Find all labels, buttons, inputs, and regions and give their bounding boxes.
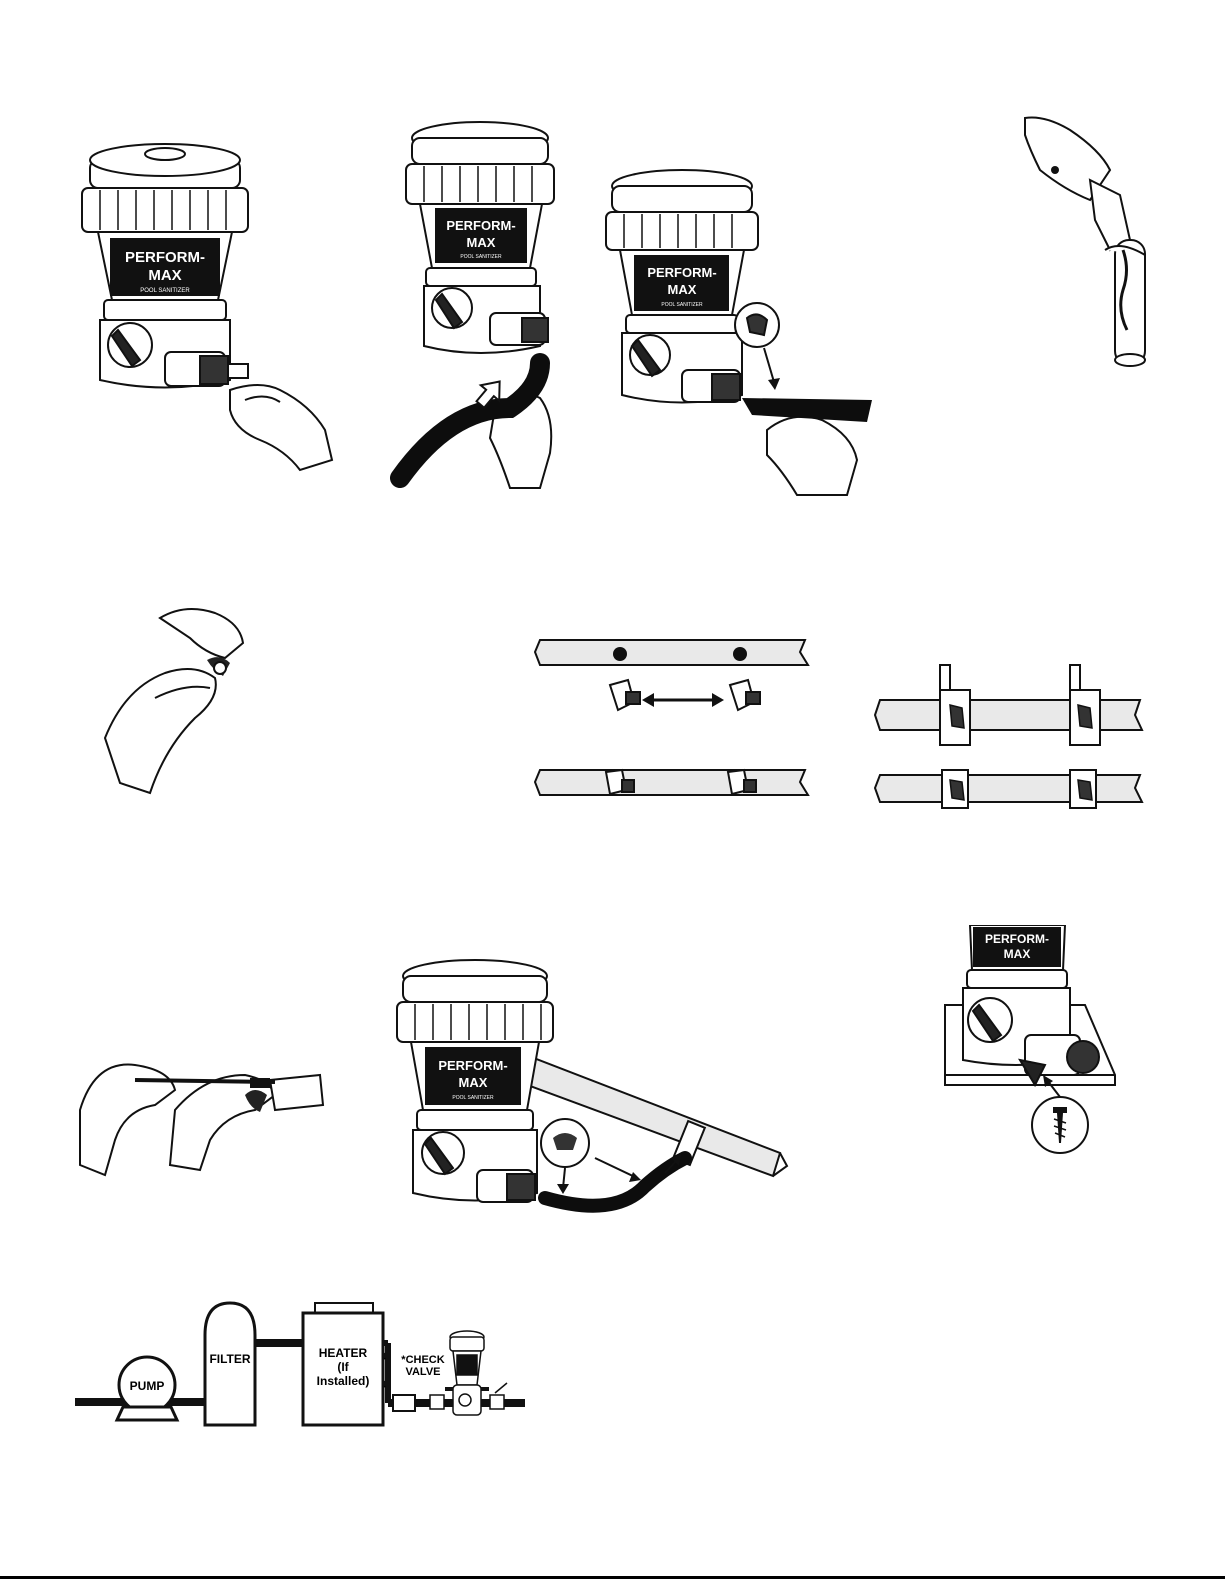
figure-feeder-insert-fitting: PERFORM- MAX POOL SANITIZER [70, 130, 340, 475]
flow-arrow-icon: ↓ [382, 1378, 388, 1390]
heater-label-line2: (If [337, 1360, 349, 1374]
filter-label: FILTER [209, 1352, 250, 1366]
logo-subtext: POOL SANITIZER [661, 302, 703, 308]
heater-label: HEATER [319, 1346, 368, 1360]
figure-drill-pipe [1015, 110, 1165, 370]
logo-text: PERFORM- [647, 265, 716, 280]
logo-text-max: MAX [459, 1075, 488, 1090]
flow-arrow-icon: ↓ [382, 1350, 388, 1362]
logo-text: PERFORM- [438, 1058, 507, 1073]
logo-text-max: MAX [668, 282, 697, 297]
check-valve-label-line2: VALVE [405, 1366, 440, 1378]
pump-label: PUMP [130, 1379, 165, 1393]
logo-text: PERFORM- [125, 249, 205, 266]
chlorinator-unit [430, 1331, 507, 1415]
figure-feeder-mount-screw: PERFORM- MAX [935, 925, 1120, 1165]
logo-subtext: POOL SANITIZER [452, 1095, 494, 1101]
check-valve-label: *CHECK [401, 1354, 444, 1366]
figure-pipe-clamps [870, 660, 1150, 820]
page-bottom-rule [0, 1576, 1225, 1579]
figure-feeder-wrap-tape: PERFORM- MAX POOL SANITIZER [592, 160, 882, 500]
figure-hands-cut-tubing [75, 1050, 330, 1180]
heater-unit: HEATER (If Installed) [303, 1303, 383, 1425]
filter-unit: FILTER [205, 1303, 255, 1425]
plumbing-diagram: PUMP FILTER HEATER (If Installed) ↓ ↓ *C… [75, 1295, 525, 1445]
logo-text-max: MAX [467, 235, 496, 250]
figure-feeder-connected-pipe: PERFORM- MAX POOL SANITIZER [385, 948, 790, 1243]
logo-text-max: MAX [1004, 947, 1031, 961]
figure-feeder-attach-hose: PERFORM- MAX POOL SANITIZER [390, 108, 580, 493]
logo-subtext: POOL SANITIZER [140, 288, 190, 294]
figure-pipe-fitting-spacing [530, 630, 820, 815]
heater-label-line3: Installed) [317, 1374, 370, 1388]
logo-text-max: MAX [148, 267, 181, 284]
pump-unit: PUMP [117, 1357, 177, 1420]
figure-hands-prepare-fitting [95, 598, 265, 798]
logo-subtext: POOL SANITIZER [460, 254, 502, 260]
logo-text: PERFORM- [985, 932, 1049, 946]
logo-text: PERFORM- [446, 218, 515, 233]
